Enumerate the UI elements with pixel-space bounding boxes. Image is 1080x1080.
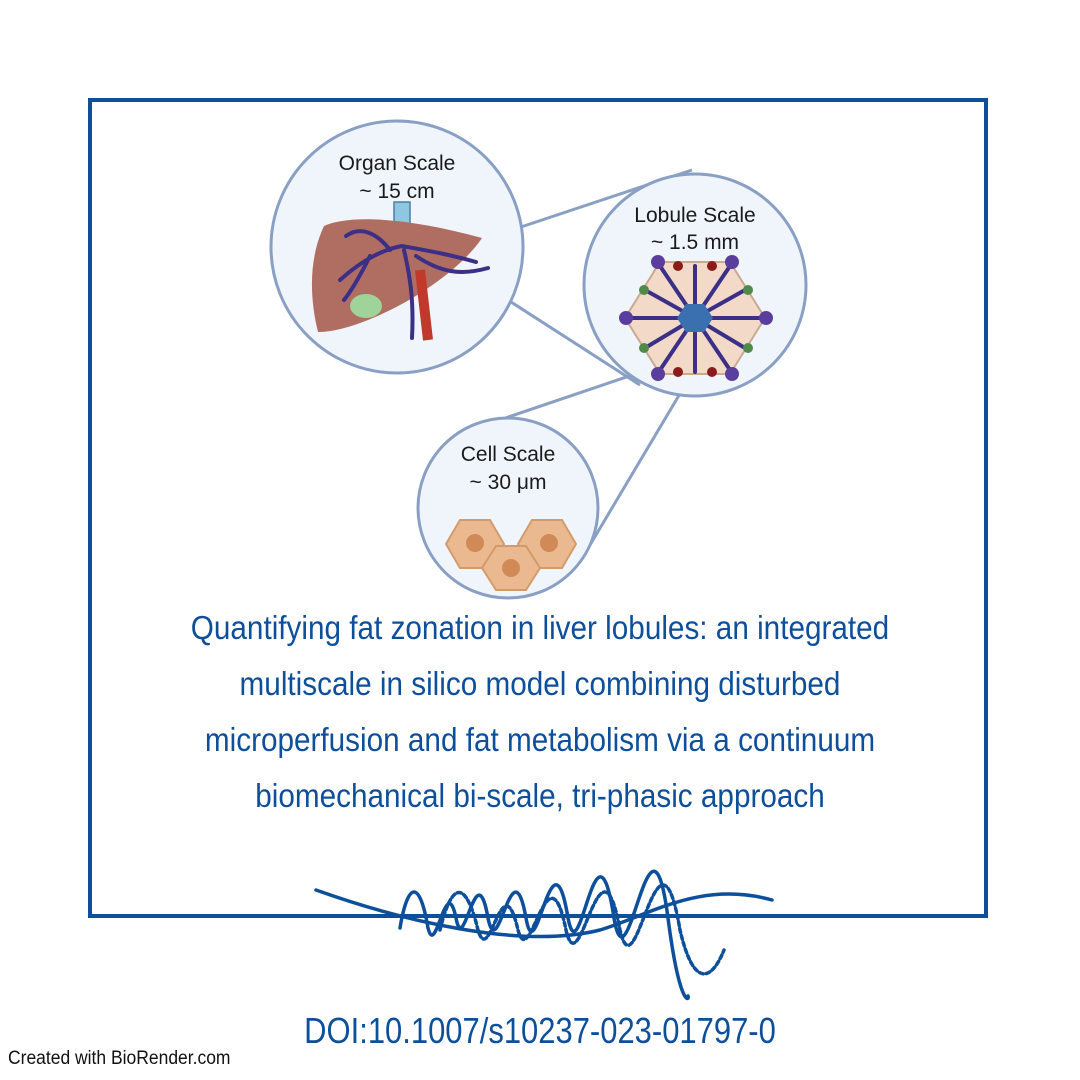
cell-scale-size: ~ 30 μm [470, 471, 547, 494]
lobule-scale-panel: Lobule Scale ~ 1.5 mm [582, 172, 808, 398]
organ-scale-panel: Organ Scale ~ 15 cm [269, 119, 525, 375]
title-line-1: Quantifying fat zonation in liver lobule… [190, 609, 890, 646]
lobule-scale-title: Lobule Scale [634, 204, 755, 227]
biorender-credit: Created with BioRender.com [8, 1048, 231, 1069]
title-line-2: multiscale in silico model combining dis… [239, 665, 841, 702]
organ-scale-title: Organ Scale [339, 152, 456, 175]
lobule-hexagon-icon [619, 255, 773, 381]
cell-scale-title: Cell Scale [461, 443, 556, 466]
cell-scale-panel: Cell Scale ~ 30 μm [416, 416, 600, 600]
lobule-scale-size: ~ 1.5 mm [651, 231, 739, 254]
title-line-3: microperfusion and fat metabolism via a … [204, 721, 876, 758]
doi-text: DOI:10.1007/s10237-023-01797-0 [304, 1010, 776, 1051]
paper-title: Quantifying fat zonation in liver lobule… [144, 600, 936, 824]
organ-scale-size: ~ 15 cm [359, 180, 434, 203]
hepatocyte-cells-icon [444, 519, 578, 591]
title-line-4: biomechanical bi-scale, tri-phasic appro… [255, 777, 825, 814]
liver-icon [311, 201, 490, 341]
wave-logo-icon [314, 869, 774, 1001]
